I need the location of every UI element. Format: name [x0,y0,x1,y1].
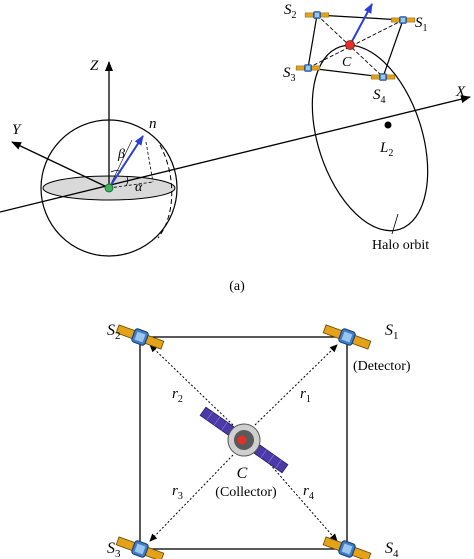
l2-label: L2 [379,140,393,159]
r2-label: r2 [172,386,183,405]
baseline-r4 [261,454,338,542]
formation-square [139,336,348,550]
r4-label: r4 [303,483,314,502]
top-panel: Z Y X n β α L2 Halo orbit C S1 S2 S3 S4 [0,2,471,257]
x-axis-label: X [455,84,466,100]
r1-label: r1 [300,386,311,405]
satellite-s4-icon [370,73,396,81]
satellite-s3-icon [295,64,321,72]
baseline-r1 [254,344,338,426]
beta-arc-line [108,139,133,189]
n-drop-line [145,141,154,183]
baseline-r2 [149,344,234,426]
l2-point [384,121,392,129]
formation-normal-vector [349,3,373,46]
halo-leader [391,213,399,235]
s2-label-top: S2 [284,2,297,21]
s3-label-bottom: S3 [107,540,121,559]
beta-label: β [117,147,125,162]
satellite-s2-icon [304,11,330,19]
x-axis [0,95,471,213]
collector-point [345,40,355,50]
halo-orbit-label: Halo orbit [372,238,429,253]
meridian-dashed [157,144,173,239]
y-axis-label: Y [12,122,22,138]
formation-top [295,3,416,81]
s1-label-bottom: S1 [385,322,399,342]
detector-label: (Detector) [353,359,411,374]
collector-label: (Collector) [215,485,277,500]
collector-label-top: C [342,55,352,70]
s2-label-bottom: S2 [107,322,121,342]
n-vector-label: n [149,116,157,132]
s3-label-top: S3 [283,65,296,84]
s4-label-top: S4 [373,87,386,106]
satellite-s1-icon [390,16,416,24]
y-axis [11,141,110,189]
halo-orbit [311,44,429,232]
panel-caption: (a) [229,279,245,294]
z-axis-label: Z [90,58,99,74]
collector-symbol: C [237,465,248,482]
n-projection-line [108,181,154,189]
origin-point [104,183,114,193]
collector-red-dot [237,435,247,445]
bottom-panel: S1 S2 S3 S4 (Detector) C (Collector) r1 … [107,321,411,559]
s4-label-bottom: S4 [385,540,399,559]
s1-label-top: S1 [415,15,428,34]
r3-label: r3 [172,483,183,502]
alpha-label: α [135,180,143,195]
n-vector [108,135,144,189]
